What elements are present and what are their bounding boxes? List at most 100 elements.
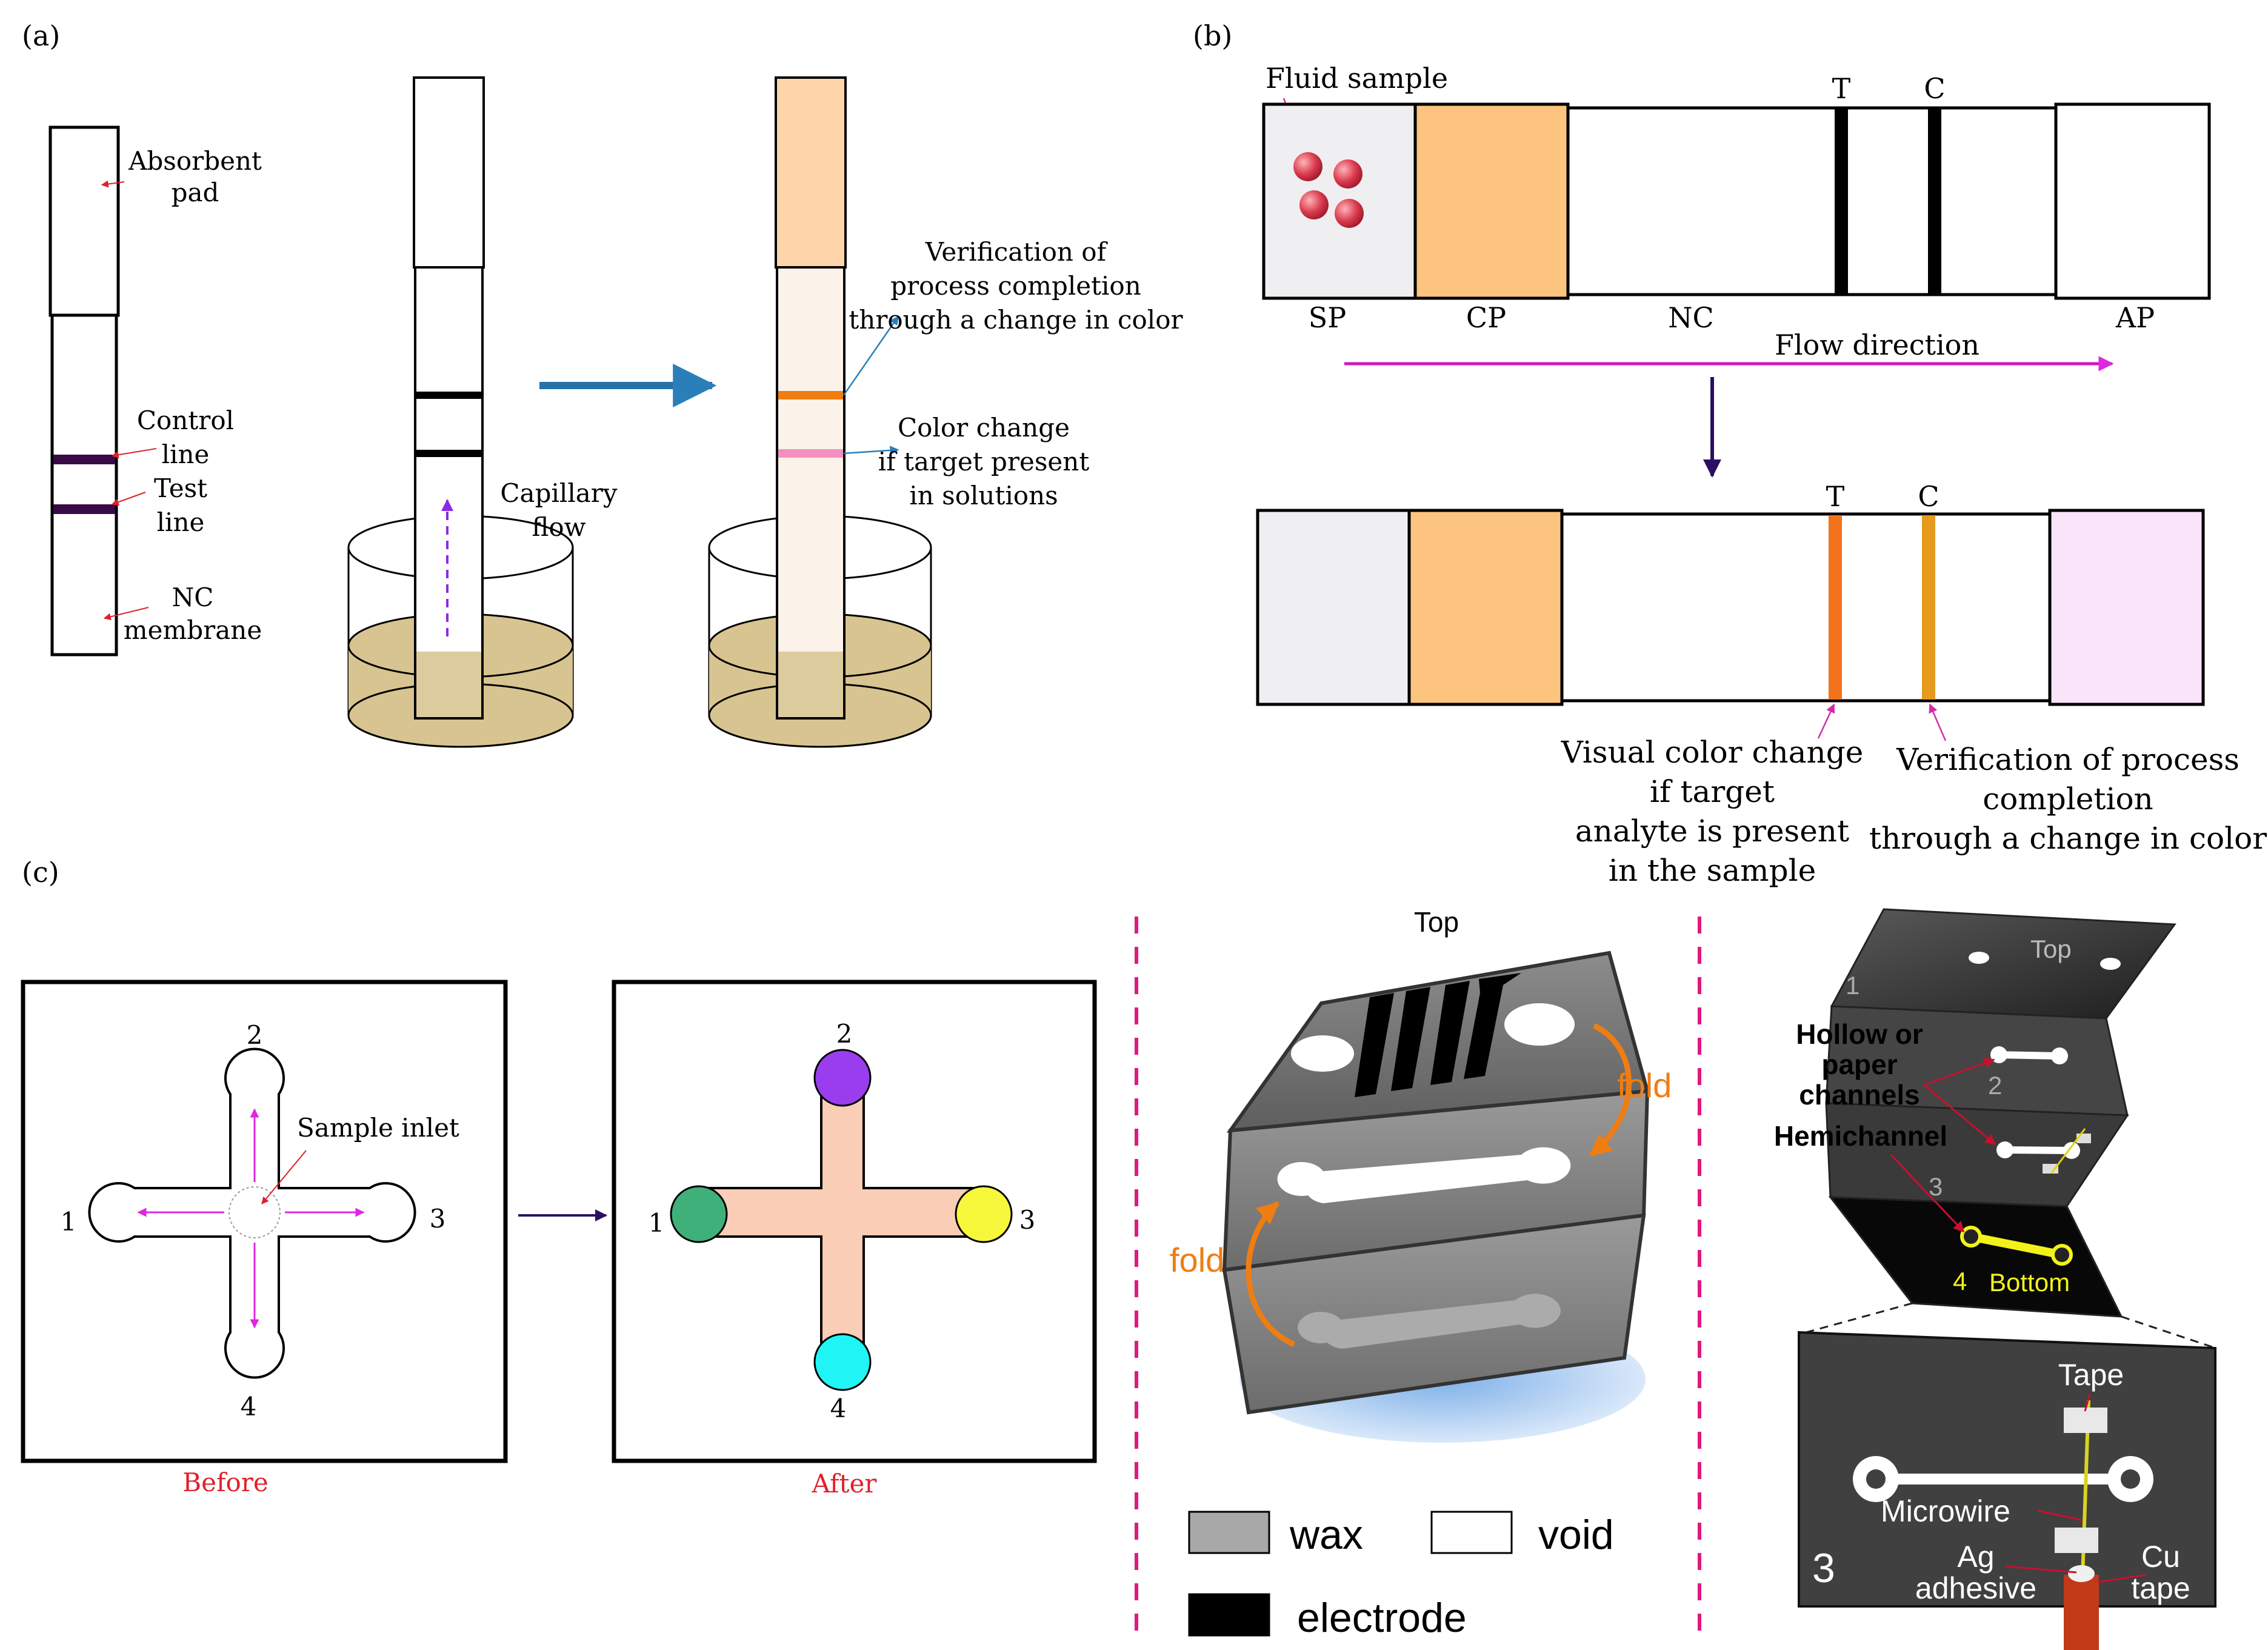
nc-membrane-pointer (103, 607, 149, 621)
absorbent-pad (48, 125, 120, 317)
layer-1 (1830, 908, 2176, 1020)
text-line: completion (1983, 781, 2153, 817)
legend-electrode-label: electrode (1297, 1595, 1467, 1641)
t-line-before (1835, 109, 1848, 293)
port-label-1-after: 1 (649, 1208, 665, 1238)
sample-drop (1335, 199, 1364, 228)
microwire-label: Microwire (1881, 1494, 2010, 1528)
port-2-reacted (813, 1049, 872, 1107)
beaker-before (347, 76, 574, 748)
sample-drop (1333, 159, 1362, 189)
c-line-label-after: C (1918, 480, 1939, 513)
text-line: analyte is present (1575, 813, 1849, 849)
test-line-label: Test line (154, 473, 207, 537)
text-line: line (162, 439, 210, 469)
port-label-2-after: 2 (836, 1019, 853, 1049)
layer-bottom-label: Bottom (1989, 1268, 2070, 1297)
tape-patch (2064, 1408, 2107, 1433)
electrode-stripe (1355, 993, 1394, 1097)
t-line-label-after: T (1826, 480, 1845, 513)
port-label-4-after: 4 (830, 1394, 847, 1423)
lfa-strip-before (1262, 102, 2211, 300)
panel-a-label: (a) (22, 19, 60, 52)
layer-number-1: 1 (1846, 971, 1859, 1000)
layer-4 (1828, 1196, 2123, 1318)
text-line: line (157, 507, 205, 537)
cp-label: CP (1466, 301, 1506, 334)
sample-inlet-pointer (261, 1150, 307, 1204)
fold-arrow-top (1589, 1023, 1632, 1157)
void-hole (1504, 1003, 1575, 1046)
hollow-pointer (1924, 1058, 1995, 1086)
text-line: Absorbent (128, 146, 262, 176)
void-channel (1277, 1147, 1571, 1203)
text-line: in the sample (1609, 853, 1816, 888)
text-line: Visual color change (1561, 735, 1864, 770)
sample-drop (1293, 152, 1322, 181)
port-label-1: 1 (61, 1207, 77, 1237)
wax-channel (1298, 1294, 1561, 1349)
layer-3 (1825, 1102, 2129, 1207)
ap-pad-before (2054, 102, 2211, 300)
after-label: After (812, 1469, 878, 1498)
panel-b-label: (b) (1193, 19, 1232, 52)
cp-pad-after (1407, 509, 1564, 706)
legend-wax-label: wax (1289, 1512, 1363, 1558)
text-line: adhesive (1915, 1571, 2036, 1605)
c-line-label: C (1924, 72, 1945, 105)
nc-membrane-label: NC membrane (124, 583, 262, 645)
text-line: membrane (124, 615, 262, 645)
ag-adhesive (2068, 1565, 2095, 1582)
strip-before-membrane (414, 266, 484, 720)
port-4-reacted (813, 1333, 872, 1391)
layered-device (1806, 908, 2213, 1348)
sp-pad-before (1262, 102, 1417, 300)
hemichannel-pointer (1890, 1154, 1965, 1233)
text-line: Color change (898, 413, 1070, 443)
layer-2-channel (1995, 1051, 2063, 1060)
legend-void-swatch (1430, 1511, 1513, 1554)
layer-top-label: Top (2030, 935, 2072, 963)
port-3-reacted (955, 1185, 1013, 1243)
text-line: process completion (890, 271, 1141, 301)
cp-pad-before (1413, 102, 1570, 300)
text-line: pad (172, 178, 219, 207)
control-line-label: Control line (137, 406, 234, 469)
port-1-reacted (670, 1185, 728, 1243)
text-line: Cu (2141, 1540, 2180, 1574)
verification-b-pointer (1929, 703, 1947, 741)
port-label-4: 4 (241, 1392, 257, 1421)
absorbent-pad-pointer (101, 180, 125, 188)
panel-c: (c) Sample inlet 2 1 3 4 Before 2 1 (21, 856, 2216, 1650)
text-line: Test (154, 473, 207, 503)
sp-pad-after (1256, 509, 1411, 706)
text-line: tape (2131, 1571, 2190, 1605)
fold-label-top: fold (1617, 1066, 1672, 1104)
text-line: Hollow or (1796, 1018, 1923, 1050)
strip-before-pad (413, 76, 485, 269)
layer-number-2: 2 (1988, 1071, 2002, 1100)
text-line: through a change in color (849, 305, 1183, 335)
cross-channel-before (88, 1047, 416, 1379)
test-line-pointer (111, 492, 146, 506)
text-line: Verification of process (1896, 742, 2240, 777)
sample-inlet-label: Sample inlet (297, 1113, 459, 1143)
ap-label: AP (2115, 301, 2155, 334)
panel-b: (b) Fluid sample T C SP CP NC AP Flow di… (1193, 19, 2267, 888)
hollow-pointer (1924, 1084, 1996, 1146)
text-line: flow (532, 512, 585, 542)
reference-strip (48, 125, 120, 656)
sample-inlet (228, 1186, 281, 1238)
text-line: Control (137, 406, 234, 435)
nc-membrane (50, 313, 118, 656)
control-line-pointer (111, 448, 157, 459)
port-label-3-after: 3 (1019, 1205, 1036, 1235)
text-line: NC (172, 583, 214, 612)
c-line-after (1922, 515, 1935, 700)
